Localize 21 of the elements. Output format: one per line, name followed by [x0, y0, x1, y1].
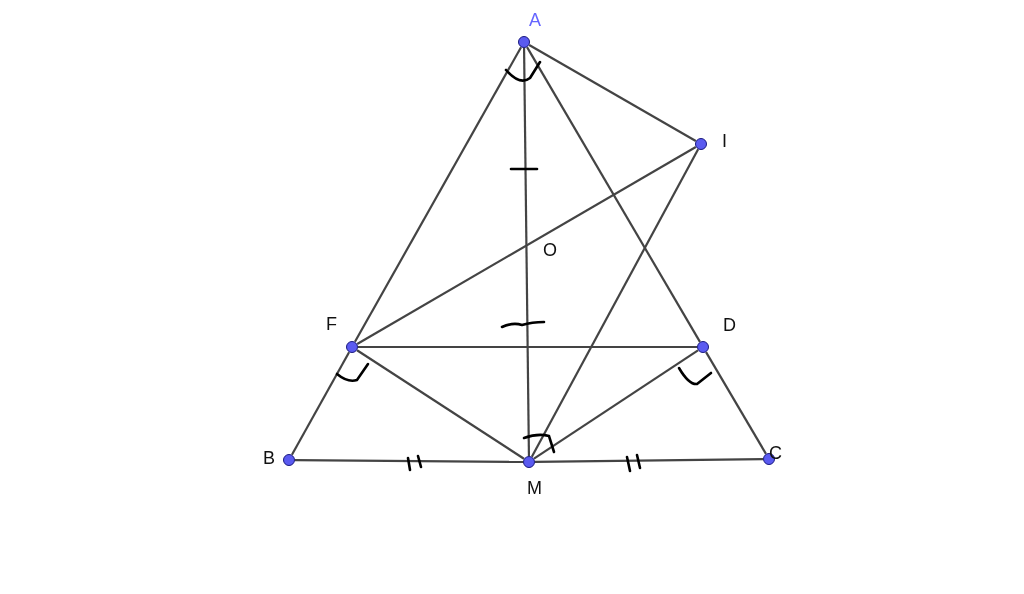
- line-segment: [290, 351, 351, 456]
- point-label: M: [527, 478, 542, 498]
- line-segment: [522, 48, 531, 456]
- line-segment: [530, 148, 700, 458]
- line-segment: [535, 457, 763, 464]
- point-label: O: [543, 240, 557, 260]
- point-label: A: [529, 10, 541, 30]
- point-label: I: [722, 131, 727, 151]
- line-segment: [356, 349, 525, 460]
- line-segment: [295, 458, 523, 464]
- line-segment: [705, 351, 767, 455]
- line-segment: [526, 46, 701, 343]
- point-label: F: [326, 314, 337, 334]
- point-label: B: [263, 448, 275, 468]
- line-segment: [356, 146, 697, 345]
- line-segment: [533, 349, 699, 460]
- line-segment: [354, 46, 522, 343]
- point-label: C: [769, 443, 782, 463]
- line-segment: [528, 44, 697, 142]
- line-segment: [358, 345, 697, 349]
- point-label: D: [723, 315, 736, 335]
